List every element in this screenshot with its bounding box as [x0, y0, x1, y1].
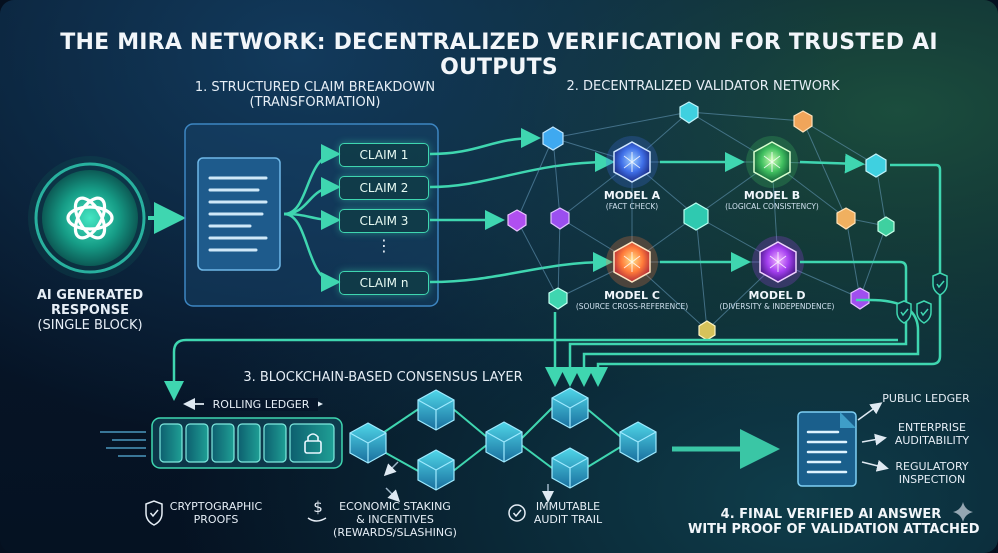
regulatory-line2: INSPECTION: [884, 473, 980, 486]
shield-check-icon: [917, 301, 931, 323]
cryptographic-proofs-label: CRYPTOGRAPHIC PROOFS: [166, 500, 266, 526]
ledger-speed-lines: [100, 432, 146, 456]
step4-heading-line1: 4. FINAL VERIFIED AI ANSWER: [688, 507, 974, 522]
arrow-b-to-node: [800, 162, 860, 164]
rolling-ledger-chain: [152, 418, 342, 468]
validator-node: [878, 217, 894, 236]
audit-line1: IMMUTABLE: [528, 500, 608, 513]
enterprise-line2: AUDITABILITY: [884, 434, 980, 447]
rolling-ledger-label: ROLLING LEDGER: [204, 398, 318, 411]
validator-node: [851, 288, 869, 309]
model-a-node: [606, 136, 658, 188]
page-title: THE MIRA NETWORK: DECENTRALIZED VERIFICA…: [0, 30, 998, 80]
validator-node: [794, 111, 812, 132]
final-document-icon: [798, 412, 856, 486]
validator-node: [680, 102, 698, 123]
economic-staking-label: ECONOMIC STAKING & INCENTIVES (REWARDS/S…: [330, 500, 460, 539]
model-c-node: [606, 236, 658, 288]
crypto-line2: PROOFS: [166, 513, 266, 526]
ai-response-line1: AI GENERATED: [26, 288, 154, 303]
claim-1: CLAIM 1: [339, 143, 429, 167]
validator-node: [866, 154, 886, 177]
step4-heading: 4. FINAL VERIFIED AI ANSWER WITH PROOF O…: [688, 507, 974, 537]
block: [552, 388, 588, 428]
validator-node: [543, 127, 563, 150]
ai-response-line3: (SINGLE BLOCK): [26, 318, 154, 333]
model-d-node: [752, 236, 804, 288]
block: [350, 423, 386, 463]
claim-n: CLAIM n: [339, 271, 429, 295]
staking-line2: & INCENTIVES: [330, 513, 460, 526]
validator-node: [551, 208, 569, 229]
check-circle-icon: [509, 505, 525, 521]
svg-text:$: $: [313, 498, 323, 516]
validator-node: [684, 203, 708, 230]
audit-trail-label: IMMUTABLE AUDIT TRAIL: [528, 500, 608, 526]
staking-line3: (REWARDS/SLASHING): [330, 526, 460, 539]
step1-heading: 1. STRUCTURED CLAIM BREAKDOWN (TRANSFORM…: [180, 80, 450, 110]
ai-response-label: AI GENERATED RESPONSE (SINGLE BLOCK): [26, 288, 154, 333]
model-c-name: MODEL C: [572, 290, 692, 302]
regulatory-line1: REGULATORY: [884, 460, 980, 473]
validator-node: [837, 208, 855, 229]
block: [418, 390, 454, 430]
step1-heading-line2: (TRANSFORMATION): [180, 95, 450, 110]
validator-node: [699, 321, 715, 340]
staking-coin-icon: $: [308, 498, 326, 521]
model-c-role: (SOURCE CROSS-REFERENCE): [572, 302, 692, 311]
model-b-name: MODEL B: [712, 190, 832, 202]
validator-node: [549, 288, 567, 309]
model-d-role: (DIVERSITY & INDEPENDENCE): [712, 302, 842, 311]
enterprise-auditability-label: ENTERPRISE AUDITABILITY: [884, 421, 980, 447]
block: [552, 448, 588, 488]
model-d-label: MODEL D (DIVERSITY & INDEPENDENCE): [712, 290, 842, 311]
crypto-line1: CRYPTOGRAPHIC: [166, 500, 266, 513]
block: [486, 422, 522, 462]
model-b-label: MODEL B (LOGICAL CONSISTENCY): [712, 190, 832, 211]
block: [418, 450, 454, 490]
claim-2: CLAIM 2: [339, 176, 429, 200]
claim-ellipsis: ⋮: [374, 236, 394, 255]
enterprise-line1: ENTERPRISE: [884, 421, 980, 434]
step2-heading: 2. DECENTRALIZED VALIDATOR NETWORK: [548, 79, 858, 94]
model-a-role: (FACT CHECK): [582, 202, 682, 211]
openai-logo-icon: [28, 156, 152, 280]
model-a-label: MODEL A (FACT CHECK): [582, 190, 682, 211]
step3-heading: 3. BLOCKCHAIN-BASED CONSENSUS LAYER: [228, 370, 538, 385]
model-b-node: [746, 136, 798, 188]
audit-line2: AUDIT TRAIL: [528, 513, 608, 526]
step4-heading-line2: WITH PROOF OF VALIDATION ATTACHED: [688, 522, 974, 537]
blockchain-blocks: [350, 388, 656, 490]
model-d-name: MODEL D: [712, 290, 842, 302]
shield-check-icon: [897, 301, 911, 323]
shield-check-icon: [933, 273, 947, 295]
regulatory-inspection-label: REGULATORY INSPECTION: [884, 460, 980, 486]
model-a-name: MODEL A: [582, 190, 682, 202]
claim-3: CLAIM 3: [339, 209, 429, 233]
validator-node: [508, 210, 526, 231]
step1-heading-line1: 1. STRUCTURED CLAIM BREAKDOWN: [180, 80, 450, 95]
ai-response-line2: RESPONSE: [26, 303, 154, 318]
model-b-role: (LOGICAL CONSISTENCY): [712, 202, 832, 211]
block: [620, 422, 656, 462]
document-icon: [198, 158, 280, 270]
shield-check-icon: [146, 501, 162, 525]
model-c-label: MODEL C (SOURCE CROSS-REFERENCE): [572, 290, 692, 311]
public-ledger-label: PUBLIC LEDGER: [878, 392, 974, 405]
output-arrows: [858, 404, 886, 468]
staking-line1: ECONOMIC STAKING: [330, 500, 460, 513]
